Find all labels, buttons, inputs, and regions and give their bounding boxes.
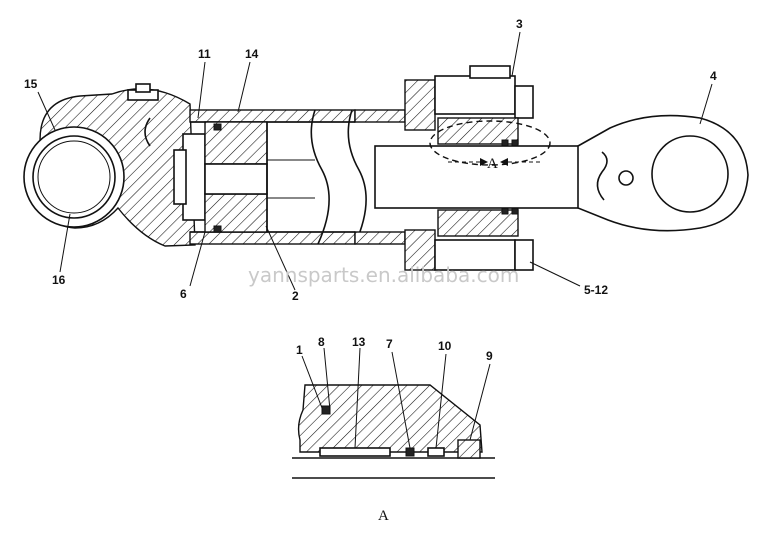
rod-gland-assembly — [354, 65, 581, 271]
leader-lines — [37, 31, 713, 449]
label-a-inner: A — [487, 156, 498, 172]
right-eye-mount — [577, 114, 749, 232]
label-1: 1 — [296, 343, 303, 357]
callout-labels: 15 11 14 3 4 A 16 6 2 5-12 1 8 13 7 10 9… — [24, 17, 717, 524]
left-eye-mount — [23, 83, 196, 247]
label-8: 8 — [318, 335, 325, 349]
label-15: 15 — [24, 77, 38, 91]
label-6: 6 — [180, 287, 187, 301]
label-11: 11 — [198, 47, 211, 61]
detail-caption: A — [378, 508, 389, 524]
label-13: 13 — [352, 335, 366, 349]
piston-assembly — [173, 121, 315, 233]
label-5-12: 5-12 — [584, 283, 608, 297]
label-7: 7 — [386, 337, 393, 351]
label-3: 3 — [516, 17, 523, 31]
label-16: 16 — [52, 273, 66, 287]
label-2: 2 — [292, 289, 299, 303]
watermark-text: yannsparts.en.alibaba.com — [248, 263, 519, 287]
label-10: 10 — [438, 339, 452, 353]
label-4: 4 — [710, 69, 717, 83]
label-14: 14 — [245, 47, 259, 61]
detail-view-a — [292, 384, 495, 479]
label-9: 9 — [486, 349, 493, 363]
